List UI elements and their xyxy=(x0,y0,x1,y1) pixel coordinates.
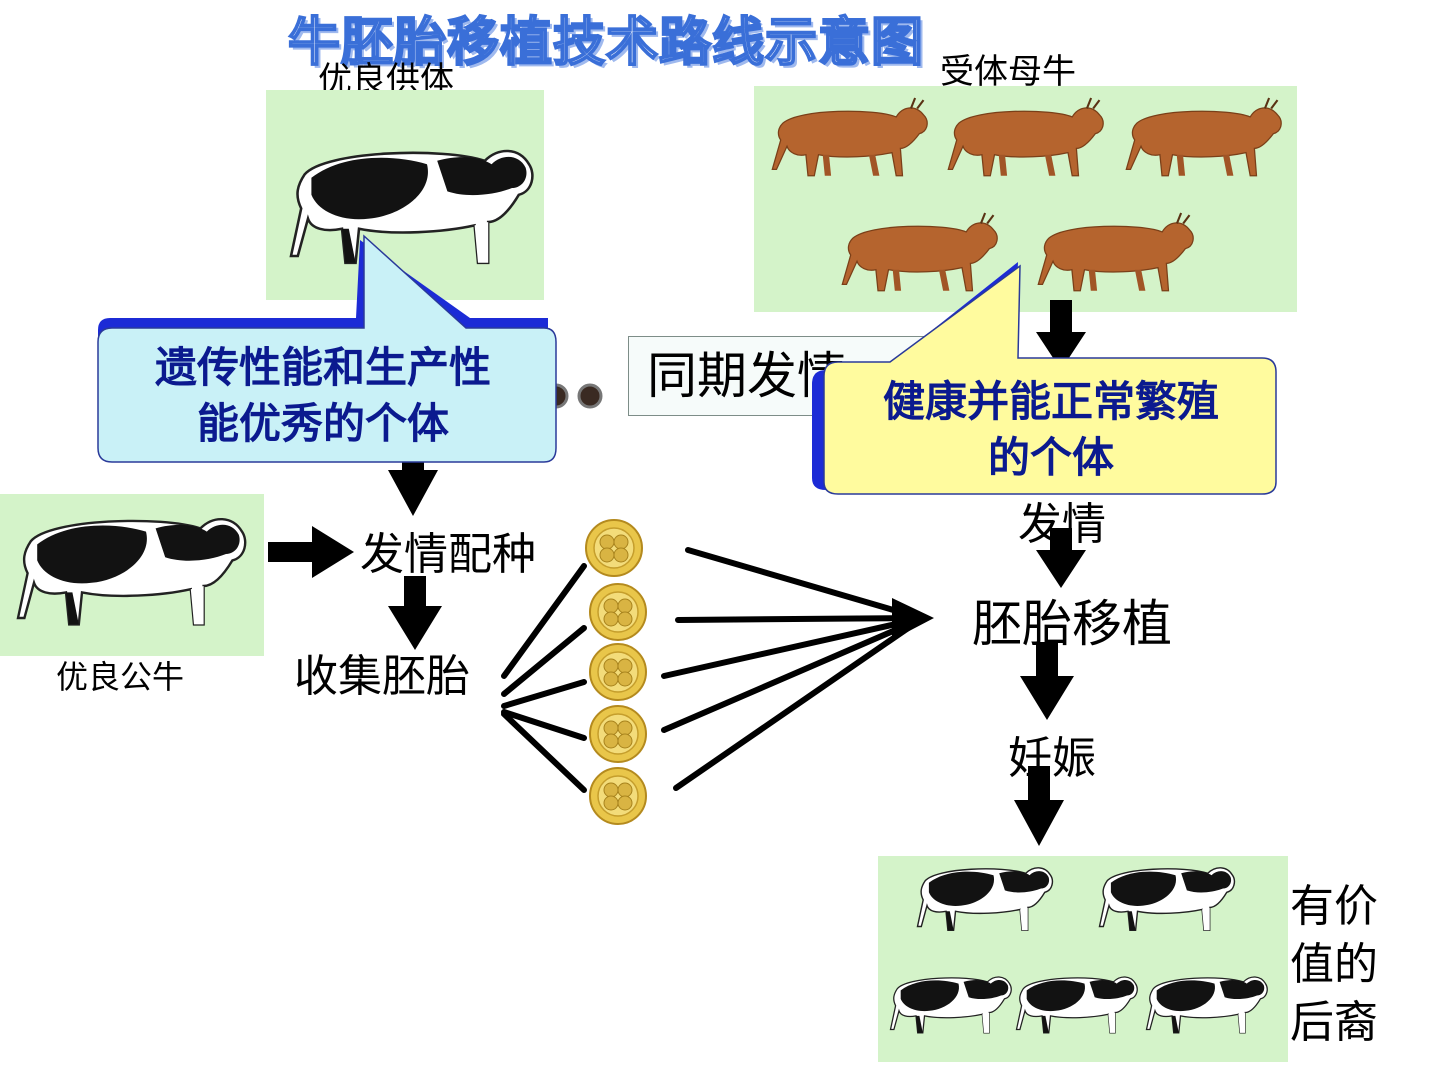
arrow-down-icon xyxy=(1014,766,1064,846)
arrow-down-icon xyxy=(1036,528,1086,588)
arrow-down-icon xyxy=(1020,642,1074,720)
donor-callout-line-2: 能优秀的个体 xyxy=(196,399,449,448)
recipient-callout-line-2: 的个体 xyxy=(987,433,1114,482)
diagram-title: 牛胚胎移植技术路线示意图 xyxy=(287,12,925,74)
arrow-right-icon xyxy=(268,526,354,578)
embryo-icon xyxy=(585,519,643,577)
estrus-mating-label: 发情配种 xyxy=(360,529,536,580)
recipient-callout xyxy=(812,262,1277,495)
embryo-icon xyxy=(589,705,647,763)
dot-icon-2 xyxy=(577,383,603,409)
recipient-callout-text: 健康并能正常繁殖 的个体 xyxy=(826,374,1276,486)
donor-callout-line-1: 遗传性能和生产性 xyxy=(154,343,491,392)
embryo-icon xyxy=(589,583,647,641)
recipient-callout-line-1: 健康并能正常繁殖 xyxy=(882,377,1219,426)
pregnancy-label: 妊娠 xyxy=(1008,733,1096,784)
arrows xyxy=(268,300,1086,846)
donor-callout xyxy=(97,234,557,463)
arrow-down-icon xyxy=(388,576,442,650)
sire-label: 优良公牛 xyxy=(56,658,185,696)
embryo-icon xyxy=(589,767,647,825)
recipient-label: 受体母牛 xyxy=(940,52,1076,92)
offspring-label-3: 后裔 xyxy=(1290,997,1378,1048)
embryo-icon xyxy=(589,643,647,701)
arrow-down-icon xyxy=(1036,300,1086,370)
offspring-label-2: 值的 xyxy=(1290,939,1378,990)
embryo-transfer-label: 胚胎移植 xyxy=(972,595,1172,653)
donor-callout-text: 遗传性能和生产性 能优秀的个体 xyxy=(98,340,548,452)
converge-lines xyxy=(661,547,917,791)
offspring-label-1: 有价 xyxy=(1290,881,1378,932)
fan-lines xyxy=(501,563,587,793)
arrow-down-icon xyxy=(388,456,438,516)
collect-embryo-label: 收集胚胎 xyxy=(294,651,470,702)
